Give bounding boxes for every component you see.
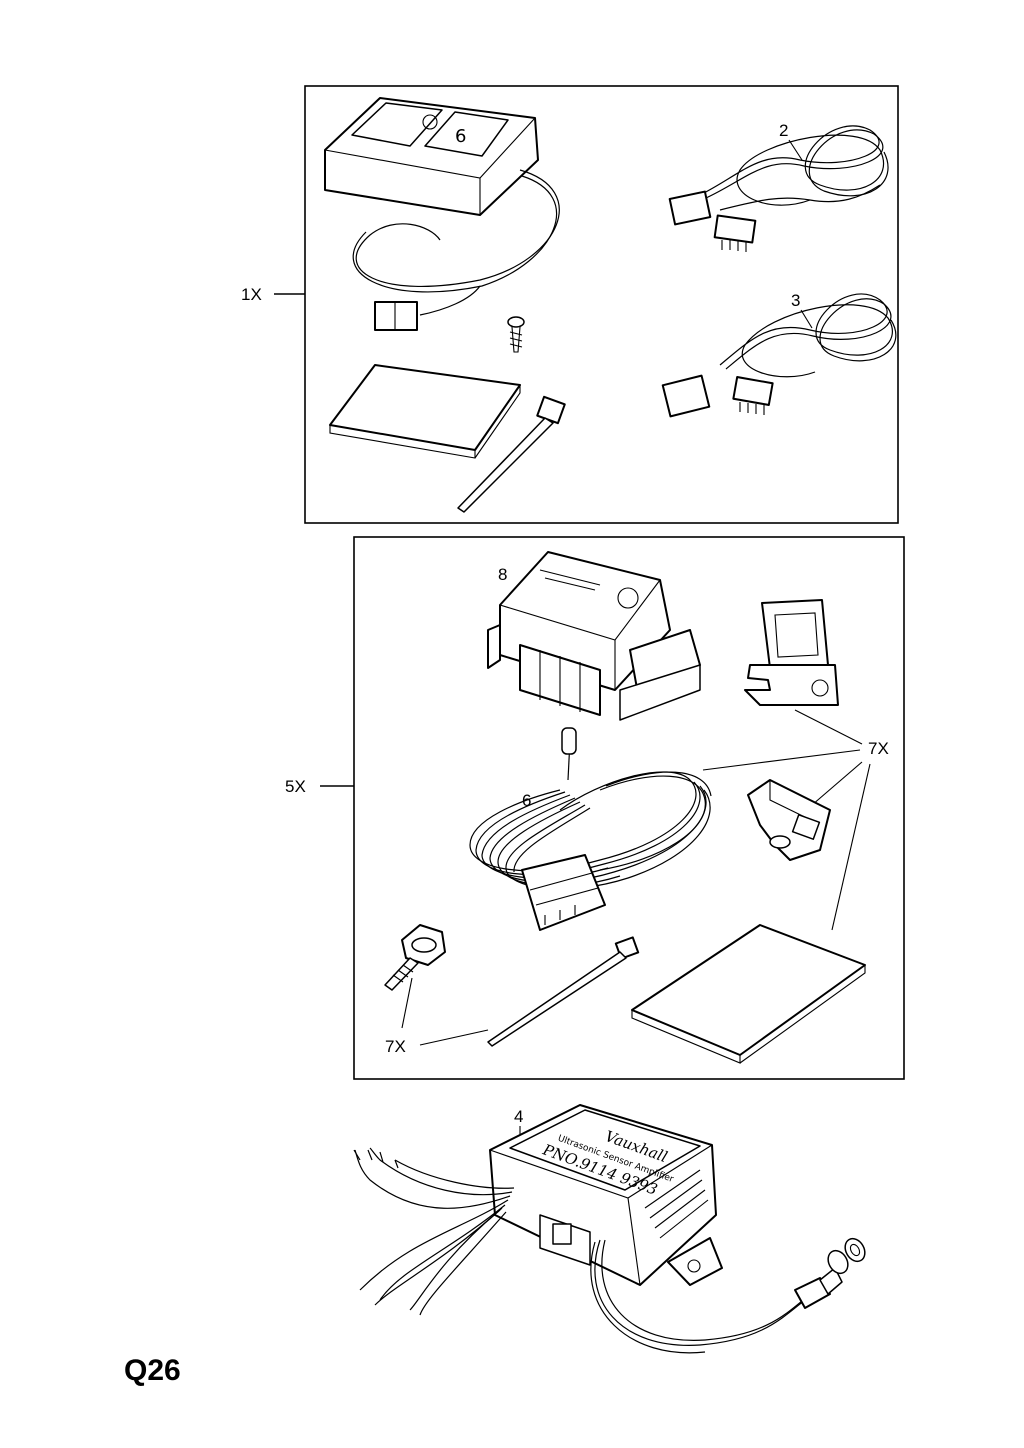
foam-pad [631,924,866,1064]
amplifier-module-4: 4 Vauxhall Ultrasonic Sensor Amplifier P… [353,1104,866,1354]
kit-1x-frame [304,85,899,524]
relay-8: 8 [487,551,701,721]
adhesive-pad [329,364,521,459]
bolt [384,924,446,991]
kit-1x-callout: 1X [241,285,262,304]
part-8-callout: 8 [498,565,507,584]
screw-small [507,316,525,353]
kit-1x-group: 1X 6 [241,85,899,524]
part-7x-callout-left: 7X [385,1037,406,1056]
page-code: Q26 [124,1354,181,1387]
wire-clip [747,779,831,861]
kit-5x-group: 5X 8 7X [285,536,905,1080]
part-7x-callout-right: 7X [868,739,889,758]
part-2-callout: 2 [779,121,788,140]
part-3-callout: 3 [791,291,800,310]
cable-tie-2 [487,936,640,1047]
cable-tie-1 [457,395,566,513]
harness-3: 3 [661,291,897,418]
wiring-loom-6: 6 [469,727,712,931]
harness-2: 2 [668,121,889,252]
part-4-callout: 4 [514,1107,523,1126]
control-panel-unit: 6 [324,97,560,331]
kit-5x-callout: 5X [285,777,306,796]
kit-5x-frame [353,536,905,1080]
bracket-top [744,599,839,706]
svg-text:6: 6 [455,126,466,147]
